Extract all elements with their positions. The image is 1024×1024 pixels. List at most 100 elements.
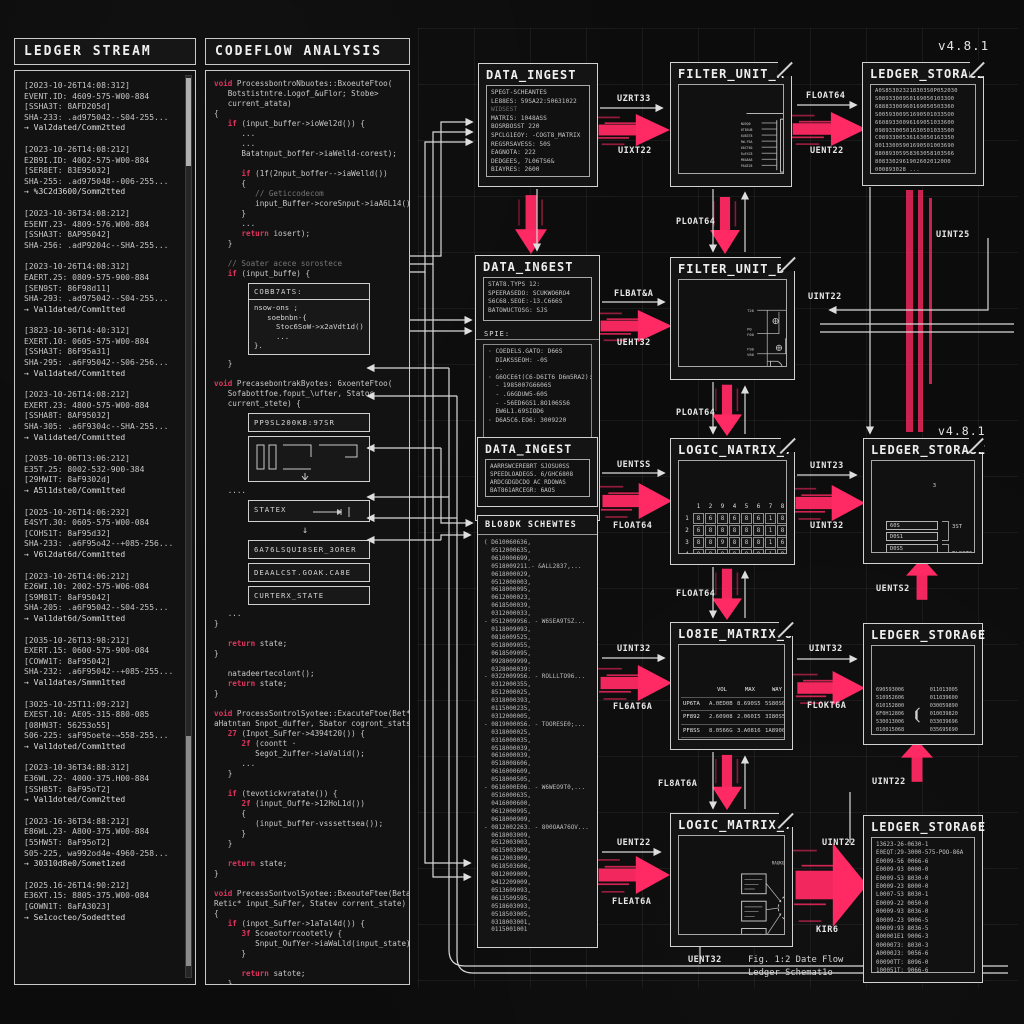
text-line: 0618000029,	[484, 570, 531, 578]
text-line: 00009:93 8036-5	[876, 926, 929, 933]
matrix-cell: 8	[741, 525, 752, 536]
matrix-cell: 8	[729, 549, 740, 553]
ledger-entry-line: → Val1dates/Smmm1tted	[24, 677, 126, 687]
table-cell: P66CS	[681, 738, 707, 739]
matrix-cell: 6	[777, 537, 786, 548]
matrix-cell: 8	[717, 513, 728, 524]
text-line: 13623-26-0630-1	[876, 842, 929, 848]
matrix-cell: 1	[765, 525, 776, 536]
ledger-entry-line: [2023-16-36T34:88:212]	[24, 816, 130, 826]
ledger-entry-line: SHA-293: .ad975042--S04-255...	[24, 294, 169, 304]
text-line: MATRIS: 1048ASS	[491, 114, 547, 122]
matrix-cell: 8	[777, 549, 786, 553]
ledger-entry-line: SHA-205: .a6F95042--S04-255...	[24, 603, 169, 613]
matrix-cell: 6	[693, 525, 704, 536]
flow-arrow-pink-down	[712, 568, 742, 620]
table-cell: PF892	[681, 711, 707, 725]
svg-text:6U83T8: 6U83T8	[741, 134, 753, 138]
text-line: 0115000235,	[484, 705, 531, 713]
flow-arrow-pink-up	[901, 740, 933, 782]
datatype-label-flokt6a: FLOKT6A	[807, 701, 847, 711]
ledger-entry-line: [2023-10-36T34:08:212]	[24, 208, 130, 218]
ledger-entry-line: [08HN3T: 56253o55]	[24, 720, 111, 730]
ledger-entry: [2023-10-26T14:08:212]E2B9I.ID: 4002-575…	[24, 145, 182, 198]
matrix-cell: 6	[705, 513, 716, 524]
register-box: PP9SL200KB:97SR	[248, 412, 370, 432]
text-line: 68883300960169050503360	[875, 103, 955, 110]
register-row: D0S5	[886, 543, 938, 552]
text-line: ( D610060636,	[484, 539, 531, 546]
text-line: 0518503005,	[484, 910, 531, 918]
ledger-entry-line: E36WL.22- 4000-375.H00-884	[24, 774, 150, 784]
flow-arrow-pink-down	[712, 384, 742, 436]
statex-box: STATEX	[248, 499, 370, 522]
constats-box-title: COBB7ATS:	[249, 284, 369, 300]
figure-caption-line2: Ledger Schemat1o	[748, 968, 833, 978]
flow-arrow-pink-vs	[929, 198, 932, 384]
matrix-cell: 4	[682, 549, 692, 554]
text-line: A0S853023218303S0P052030	[875, 88, 958, 94]
text-line: 0516000635,	[484, 792, 531, 799]
ledger-entry-line: → Val2dated/Comm2tted	[24, 123, 126, 133]
text-line: 0618003009,	[484, 831, 531, 839]
ledger-entry-line: [3025-10-25T11:09:212]	[24, 699, 130, 709]
ledger-entry-line: [SSHA8T: 8AF95032]	[24, 411, 111, 421]
text-line: 0928009999,	[484, 657, 531, 665]
ledger-entry-line: [2035-10-06T13:06:212]	[24, 454, 130, 464]
flow-arrow-pink-vs	[918, 190, 923, 432]
ledger-scrollbar-thumb-lower[interactable]	[186, 736, 191, 966]
text-line: BAT861ARCEGR: 6AOS	[490, 486, 556, 494]
ledger-entry: [2023-10-26T14:08:312]EAERT.25: 0809-575…	[24, 262, 182, 315]
matrix-cell: 3	[685, 539, 689, 546]
ledger-entry-line: → Se1cocteo/Sodedtted	[24, 912, 126, 922]
ledger-entry-line: [SSH85T: 8aF95oT2]	[24, 784, 111, 794]
data-ingest-2-section-title: SPIE:	[476, 328, 599, 340]
ledger-entry-line: [2023-10-26T14:08:212]	[24, 390, 130, 400]
text-line: 6F0H12806	[876, 710, 905, 717]
text-line: REGSRSAVESS: 50S	[491, 140, 551, 148]
text-line: 0610000699,	[484, 554, 531, 562]
text-line: 0618509095,	[484, 649, 531, 657]
ledger-entry-line: [2023-10-26T14:08:312]	[24, 81, 130, 90]
matrix-cell: 1	[696, 503, 701, 510]
ledger-scrollbar-track[interactable]	[185, 75, 192, 978]
ledger-entry-line: → Val1dated/Comm1tted	[24, 368, 126, 378]
ledger-entry-line: SHA-256: .adP9204c--SHA-255...	[24, 240, 169, 250]
text-line: 0318000025,	[484, 728, 531, 736]
ledger-scrollbar-thumb[interactable]	[186, 78, 191, 166]
text-line: 0328000039:	[484, 665, 531, 673]
ledger-entry-line: S05-225, wa992od4e-4960-258...	[24, 848, 169, 858]
text-line: 530013006	[876, 718, 905, 725]
ledger-entry: [2023-10-26T14:08:312]EVENT.ID: 4609-575…	[24, 81, 182, 134]
register-group-bracket	[942, 521, 949, 541]
text-line: 0318003001,	[484, 918, 531, 926]
ledger-entry-line: EXERT.15: 0600-575-900-084	[24, 646, 150, 656]
code-block-3: ... } return state; } natadeertecolont()…	[214, 608, 410, 985]
ledger-entry-line: SHA-255: .ad975048--006-255...	[24, 176, 169, 186]
datatype-label-uents2: UENTS2	[876, 584, 910, 594]
table-cell: 1.669G5	[763, 738, 784, 739]
matrix-cell: 8	[777, 525, 786, 536]
text-line: 0316000035,	[484, 736, 531, 744]
text-line: L0007-53 8030-1	[876, 892, 929, 899]
text-line: · COEDELS.GATO: D66S	[488, 348, 563, 355]
ledger-entry-line: SHA-233: .ad975042--S04-255...	[24, 112, 169, 122]
text-line: 0000073: 8030-3	[876, 942, 929, 949]
text-line: 0613509595,	[484, 894, 531, 902]
code-block-2: } void PrecasebontrakByotes: 6xoenteFtoo…	[214, 358, 393, 408]
ledger-entry-line: E5ENT.23- 4809-576.W00-884	[24, 219, 150, 229]
text-line: 0512003003,	[484, 839, 531, 847]
datatype-label-float64c: FLOAT64	[676, 589, 716, 599]
svg-text:P0: P0	[747, 327, 752, 331]
register-group-bracket	[942, 544, 949, 552]
version-tag-mid: v4.8.1	[938, 424, 986, 438]
table-cell: 2.060I5	[735, 711, 763, 725]
ledger-entry-line: [SSHA3T: 86F95a31]	[24, 347, 111, 357]
svg-text:6T85U8: 6T85U8	[741, 128, 753, 132]
block-schematics-box: BLO8DK SCHEWTES ( D610060636, 0512000635…	[477, 515, 598, 948]
